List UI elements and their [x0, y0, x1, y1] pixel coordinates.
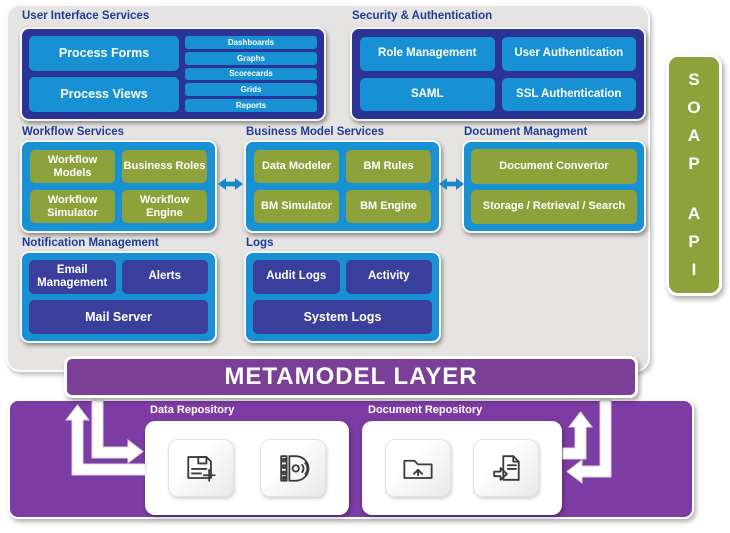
system-logs-block: System Logs: [253, 300, 432, 334]
workflow-title: Workflow Services: [22, 126, 125, 138]
metamodel-layer-label: METAMODEL LAYER: [224, 363, 478, 390]
bm-rules-block: BM Rules: [346, 150, 431, 183]
process-views-block: Process Views: [29, 77, 179, 112]
notification-title: Notification Management: [22, 237, 159, 249]
workflow-bms-connector-icon: [218, 178, 243, 190]
data-modeler-block: Data Modeler: [254, 150, 339, 183]
business-model-title: Business Model Services: [246, 126, 385, 138]
metamodel-layer-bar: METAMODEL LAYER: [64, 356, 638, 398]
document-repository-box: [362, 421, 562, 515]
document-import-button: [473, 439, 539, 497]
folder-upload-icon: [403, 459, 433, 479]
data-repository-box: [145, 421, 349, 515]
workflow-models-block: Workflow Models: [30, 150, 115, 183]
activity-block: Activity: [345, 260, 432, 294]
email-management-block: Email Management: [29, 260, 116, 294]
storage-retrieval-search-block: Storage / Retrieval / Search: [471, 189, 637, 224]
disk-drive-icon: [280, 455, 310, 482]
user-authentication-block: User Authentication: [501, 37, 636, 71]
soap-letter: A: [687, 126, 701, 145]
save-disk-plus-icon: [187, 456, 216, 482]
repository-panel: [8, 399, 694, 519]
bm-engine-block: BM Engine: [346, 190, 431, 223]
workflow-engine-block: Workflow Engine: [122, 190, 207, 223]
logs-title: Logs: [246, 237, 274, 249]
ui-services-title: User Interface Services: [22, 10, 150, 22]
saml-block: SAML: [360, 77, 495, 111]
notification-container: Email Management Alerts Mail Server: [20, 251, 217, 343]
workflow-simulator-block: Workflow Simulator: [30, 190, 115, 223]
logs-container: Audit Logs Activity System Logs: [244, 251, 441, 343]
reports-block: Reports: [185, 99, 317, 112]
soap-letter: O: [687, 98, 701, 117]
role-management-block: Role Management: [360, 37, 495, 71]
business-model-container: Data Modeler BM Rules BM Simulator BM En…: [244, 140, 441, 233]
soap-letter: I: [691, 260, 697, 279]
data-repository-title: Data Repository: [150, 404, 235, 416]
mail-server-block: Mail Server: [29, 300, 208, 334]
ui-services-container: Process Forms Process Views Dashboards G…: [20, 27, 326, 121]
audit-logs-block: Audit Logs: [253, 260, 340, 294]
graphs-block: Graphs: [185, 51, 317, 65]
alerts-block: Alerts: [121, 260, 208, 294]
disk-drive-button: [260, 439, 326, 497]
workflow-container: Workflow Models Business Roles Workflow …: [20, 140, 217, 233]
grids-block: Grids: [185, 83, 317, 97]
bm-simulator-block: BM Simulator: [254, 190, 339, 223]
soap-letter: A: [687, 204, 701, 223]
soap-letter: S: [688, 70, 700, 89]
security-title: Security & Authentication: [352, 10, 493, 22]
save-disk-plus-button: [168, 439, 234, 497]
soap-letter: P: [688, 232, 700, 251]
scorecards-block: Scorecards: [185, 67, 317, 81]
soap-letter: P: [688, 154, 700, 173]
business-roles-block: Business Roles: [122, 150, 207, 183]
document-mgmt-container: Document Convertor Storage / Retrieval /…: [462, 140, 646, 233]
process-forms-block: Process Forms: [29, 36, 179, 71]
document-convertor-block: Document Convertor: [471, 149, 637, 184]
folder-upload-button: [385, 439, 451, 497]
soap-api-bar: S O A P A P I: [666, 54, 722, 296]
dashboards-block: Dashboards: [185, 36, 317, 49]
bms-docmgmt-connector-icon: [439, 178, 464, 190]
document-import-icon: [493, 455, 520, 481]
ssl-authentication-block: SSL Authentication: [501, 77, 636, 111]
security-container: Role Management User Authentication SAML…: [350, 27, 646, 121]
document-repository-title: Document Repository: [368, 404, 483, 416]
document-mgmt-title: Document Managment: [464, 126, 588, 138]
